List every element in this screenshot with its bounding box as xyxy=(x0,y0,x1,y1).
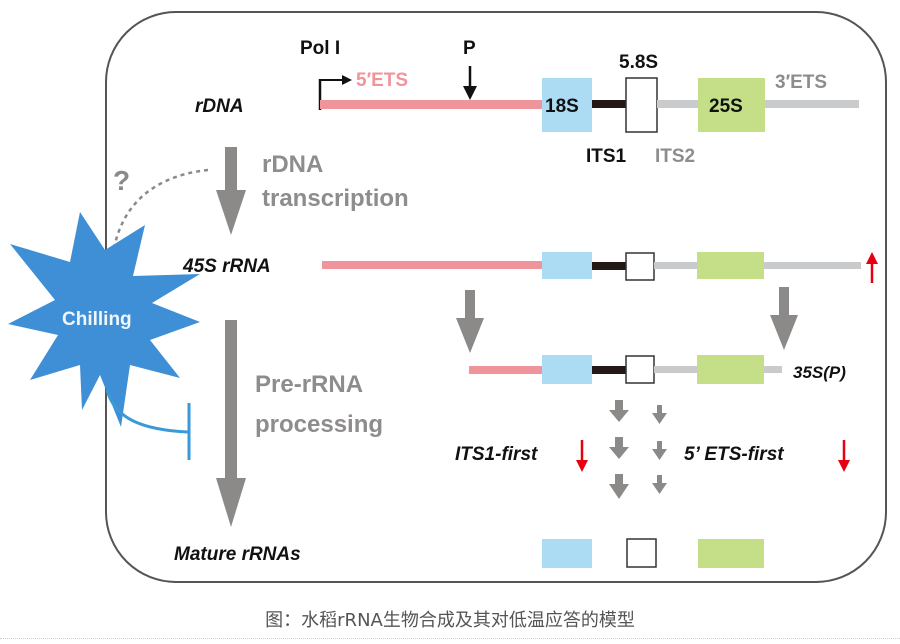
35s-ets5-segment xyxy=(469,366,542,374)
rdna-its1-segment xyxy=(592,100,626,108)
ets5-first-pathway-arrows xyxy=(652,405,667,494)
rdna-ets3-segment xyxy=(765,100,859,108)
its1-label: ITS1 xyxy=(586,146,627,167)
mature-58s-block xyxy=(626,538,657,568)
bottom-divider xyxy=(0,638,900,639)
58s-label: 5.8S xyxy=(619,52,658,73)
45s-18s-block xyxy=(542,252,592,279)
processing-label-line2: processing xyxy=(255,411,383,438)
chilling-starburst xyxy=(8,212,200,427)
45s-ets3-segment xyxy=(764,262,861,269)
45s-its1-segment xyxy=(592,262,626,270)
its1-first-pathway-arrows xyxy=(609,400,629,499)
ets5-label: 5′ETS xyxy=(356,70,408,91)
inhibition-curve xyxy=(105,389,189,434)
processing-label-line1: Pre-rRNA xyxy=(255,371,363,398)
transcription-arrow-icon xyxy=(216,147,246,235)
rdna-58s-block xyxy=(625,77,658,133)
chilling-label: Chilling xyxy=(62,309,132,330)
ets5-first-label: 5’ ETS-first xyxy=(684,444,784,465)
transcription-label-line2: transcription xyxy=(262,185,409,212)
cleavage-arrow-right-icon xyxy=(770,287,798,350)
45s-25s-block xyxy=(697,252,764,279)
cleavage-arrow-left-icon xyxy=(456,290,484,353)
its1-first-downregulated-arrow-icon xyxy=(576,440,588,472)
unknown-effect-question-mark: ? xyxy=(113,165,130,196)
35s-its1-segment xyxy=(592,366,626,374)
unknown-effect-dashed-line xyxy=(110,168,209,263)
pol-i-label: Pol I xyxy=(300,38,340,59)
mature-18s-block xyxy=(542,539,592,568)
its2-label: ITS2 xyxy=(655,146,695,167)
its1-first-label: ITS1-first xyxy=(455,444,538,465)
45s-rrna-label: 45S rRNA xyxy=(182,256,271,277)
p-site-arrow-icon xyxy=(463,66,477,100)
ets3-label: 3′ETS xyxy=(775,72,827,93)
mature-rrnas-label: Mature rRNAs xyxy=(174,544,301,565)
18s-label: 18S xyxy=(545,96,579,117)
45s-58s-block xyxy=(625,252,655,281)
rdna-ets5-segment xyxy=(320,100,542,109)
ets5-first-downregulated-arrow-icon xyxy=(838,440,850,472)
35s-18s-block xyxy=(542,355,592,384)
p-site-label: P xyxy=(463,38,476,59)
45s-its2-segment xyxy=(654,262,697,269)
rdna-label: rDNA xyxy=(195,96,244,117)
35s-25s-block xyxy=(697,355,764,384)
35s-p-label: 35S(P) xyxy=(793,363,846,382)
35s-its2-segment xyxy=(654,366,697,373)
rdna-25s-block xyxy=(698,78,765,132)
processing-arrow-icon xyxy=(216,320,246,527)
rdna-its2-segment xyxy=(657,100,698,108)
35s-ets3-stub xyxy=(764,366,782,373)
figure-caption: 图：水稻rRNA生物合成及其对低温应答的模型 xyxy=(265,610,635,631)
mature-25s-block xyxy=(698,539,764,568)
transcription-label-line1: rDNA xyxy=(262,151,323,178)
rdna-18s-block xyxy=(542,78,592,132)
25s-label: 25S xyxy=(709,96,743,117)
35s-58s-block xyxy=(625,355,655,384)
45s-ets5-segment xyxy=(322,261,542,269)
45s-upregulated-arrow-icon xyxy=(866,252,878,283)
